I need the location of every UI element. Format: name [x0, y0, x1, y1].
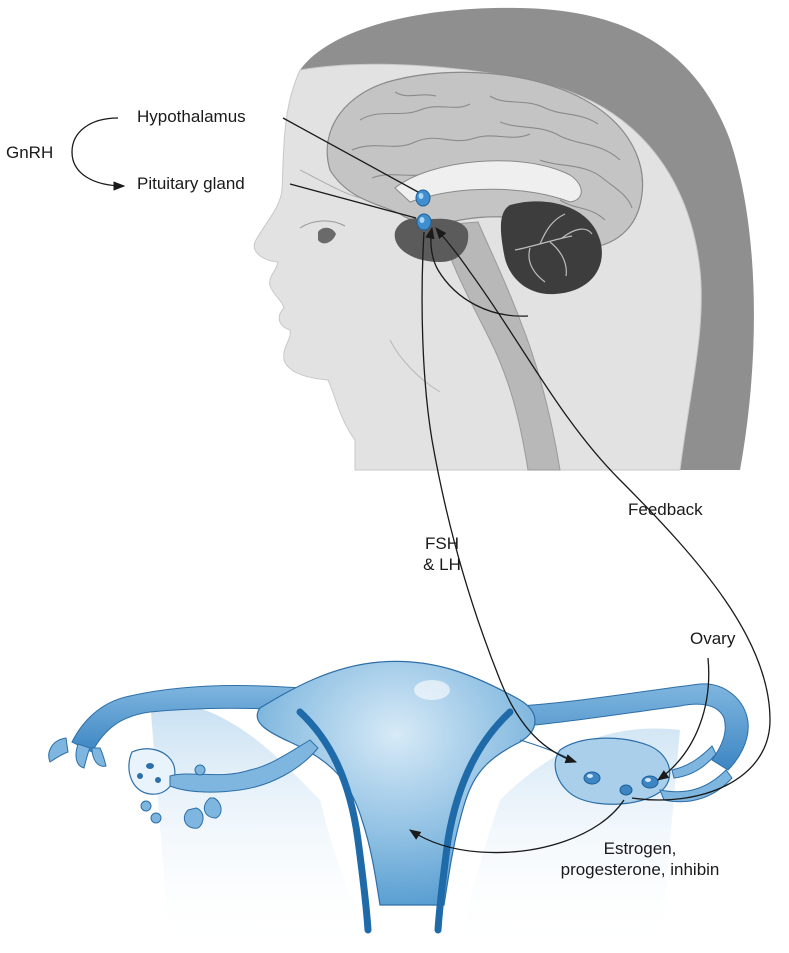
follicle-3	[620, 785, 632, 795]
ovary-label: Ovary	[690, 628, 735, 649]
pituitary-gland	[417, 214, 431, 230]
estrogen-label-line2: progesterone, inhibin	[540, 859, 740, 880]
gnrh-label: GnRH	[6, 142, 53, 163]
follicle-1	[584, 772, 600, 784]
follicle-2	[642, 776, 658, 788]
ovary-right	[555, 738, 670, 804]
estrogen-label-line1: Estrogen,	[540, 838, 740, 859]
feedback-label: Feedback	[628, 499, 703, 520]
fsh-label-line2: & LH	[414, 554, 470, 575]
gnrh-loop-arrow	[72, 118, 124, 186]
fsh-label: FSH & LH	[414, 533, 470, 575]
head-illustration	[254, 8, 754, 470]
reproductive-illustration	[49, 661, 748, 953]
fsh-label-line1: FSH	[414, 533, 470, 554]
pituitary-label: Pituitary gland	[137, 173, 245, 194]
estrogen-label: Estrogen, progesterone, inhibin	[540, 838, 740, 880]
hypothalamus-gland	[416, 190, 430, 206]
hypothalamus-label: Hypothalamus	[137, 106, 246, 127]
ovary-left	[129, 749, 175, 794]
